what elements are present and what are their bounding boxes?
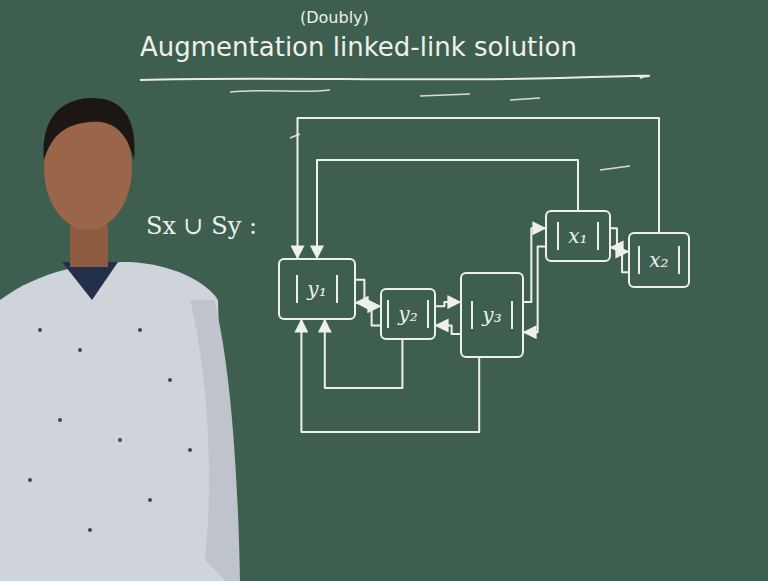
pointer-arrow [524,246,545,332]
pointer-arrow [611,247,628,272]
board-title: Augmentation linked-link solution [140,32,577,62]
pointer-arrow [325,320,403,388]
pointer-arrow [317,160,578,258]
node-value: x₂ [638,246,679,274]
pointer-arrow [524,228,545,302]
pointer-arrow [298,118,660,258]
chalk-marks [230,90,540,100]
list-node: y₁ [278,258,356,320]
list-node: y₂ [380,288,436,340]
set-label: Sx ∪ Sy : [146,212,257,240]
pointer-arrow [436,325,460,333]
node-value: y₃ [471,301,512,329]
shirt [0,262,226,581]
node-value: x₁ [557,222,598,250]
neck [70,225,108,267]
title-insert: (Doubly) [300,8,369,27]
list-node: x₁ [545,210,611,262]
list-node: y₃ [460,272,524,358]
list-node: x₂ [628,232,690,288]
node-value: y₁ [296,275,337,303]
node-value: y₂ [387,300,428,328]
lecturer [0,98,240,581]
pointer-arrow [301,320,479,432]
collar [62,262,118,300]
pointer-arrow [436,302,460,306]
arm [190,300,240,581]
title-underline [140,76,649,80]
pointer-arrow [356,303,380,326]
hair [44,98,135,160]
